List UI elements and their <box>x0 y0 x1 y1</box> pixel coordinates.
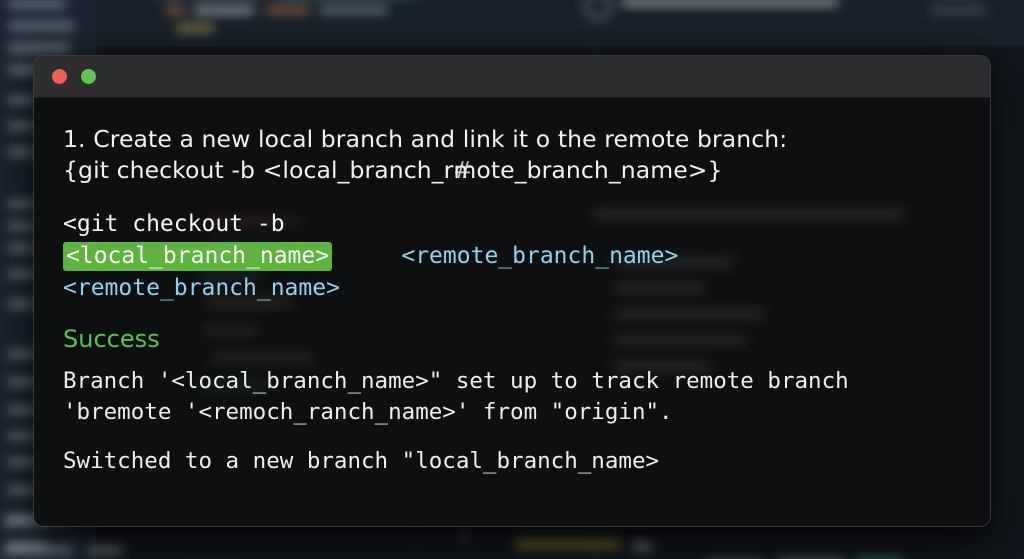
instruction-line-2: {git checkout -b <local_branch_r#mote_br… <box>63 156 723 184</box>
terminal-body[interactable]: 1. Create a new local branch and link it… <box>34 98 990 526</box>
terminal-content: 1. Create a new local branch and link it… <box>34 98 990 477</box>
command-line-1: <git checkout -b <box>63 211 285 237</box>
spacer-after-status <box>63 354 960 366</box>
instruction-line-2-after-caret: mote_branch_name>} <box>453 156 723 184</box>
status-badge: Success <box>63 325 160 353</box>
spacer-before-final-output <box>63 428 960 446</box>
spacer-before-status <box>63 304 960 324</box>
terminal-window[interactable]: 1. Create a new local branch and link it… <box>33 55 991 527</box>
window-controls <box>52 69 96 84</box>
output-line-2: 'bremote '<remoch_ranch_name>' from "ori… <box>63 399 673 425</box>
command-line-3: <remote_branch_name> <box>63 275 340 301</box>
spacer-after-instruction <box>63 186 960 208</box>
output-line-1: Branch '<local_branch_name>" set up to t… <box>63 368 849 394</box>
maximize-icon[interactable] <box>81 69 96 84</box>
command-line-2-gap <box>332 243 401 269</box>
instruction-line-2-before-caret: {git checkout -b <local_branch_r <box>63 156 454 184</box>
window-titlebar[interactable] <box>34 56 990 98</box>
command-line-2: <local_branch_name> <remote_branch_name> <box>63 240 960 272</box>
highlighted-local-branch-arg[interactable]: <local_branch_name> <box>63 242 333 271</box>
output-line-3: Switched to a new branch "local_branch_n… <box>63 448 660 474</box>
trailing-remote-branch-arg: <remote_branch_name> <box>401 243 679 269</box>
instruction-line-1: 1. Create a new local branch and link it… <box>63 125 788 153</box>
close-icon[interactable] <box>52 69 67 84</box>
